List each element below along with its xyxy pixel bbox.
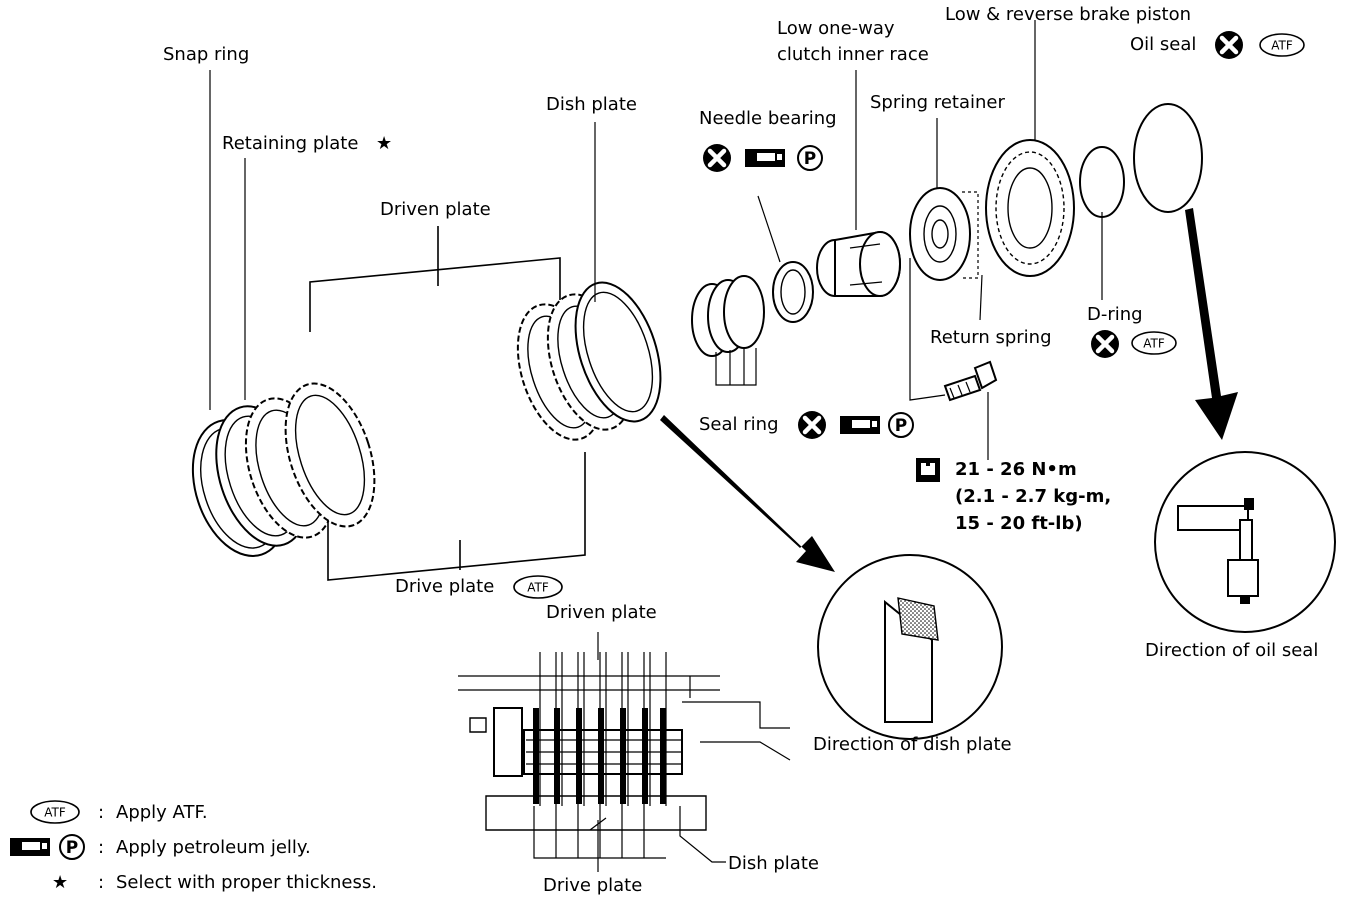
p-circle-icon: P xyxy=(59,834,85,860)
legend-jelly-row: P : Apply petroleum jelly. xyxy=(10,834,311,860)
dish-plate-detail xyxy=(817,554,1003,740)
clutch-cross-section xyxy=(458,632,791,872)
star-symbol: ★ xyxy=(376,133,392,154)
label-driven-plate: Driven plate xyxy=(380,199,491,220)
needle-bearing-part xyxy=(772,261,814,323)
torque-line-2: (2.1 - 2.7 kg-m, xyxy=(955,486,1111,507)
legend-text-atf: Apply ATF. xyxy=(116,802,208,823)
label-needle-bearing: Needle bearing xyxy=(699,108,837,129)
torque-wrench-icon xyxy=(916,458,940,482)
petroleum-jelly-icon xyxy=(840,416,880,434)
torque-line-3: 15 - 20 ft-lb) xyxy=(955,513,1083,534)
label-snap-ring: Snap ring xyxy=(163,44,249,65)
legend-colon: : xyxy=(98,837,104,858)
svg-text:ATF: ATF xyxy=(527,581,549,595)
label-retaining-plate: Retaining plate xyxy=(222,133,358,154)
label-low-one-way-2: clutch inner race xyxy=(777,44,929,65)
spring-retainer-part xyxy=(909,187,979,281)
label-oil-seal: Oil seal xyxy=(1130,34,1196,55)
no-reuse-icon xyxy=(1215,31,1243,59)
no-reuse-icon xyxy=(798,411,826,439)
legend-colon: : xyxy=(98,802,104,823)
d-ring-part xyxy=(1079,146,1125,218)
legend-text-star: Select with proper thickness. xyxy=(116,872,377,893)
label-d-ring: D-ring xyxy=(1087,304,1143,325)
svg-text:ATF: ATF xyxy=(44,806,66,820)
svg-text:P: P xyxy=(804,149,816,169)
legend: ATF : Apply ATF. P : Apply petroleum jel… xyxy=(10,800,377,893)
atf-badge-icon: ATF xyxy=(1259,33,1305,57)
oil-seal-detail xyxy=(1154,451,1336,633)
no-reuse-icon xyxy=(703,144,731,172)
legend-star-row: ★ : Select with proper thickness. xyxy=(52,872,377,893)
petroleum-jelly-icon xyxy=(10,838,50,856)
atf-badge-icon: ATF xyxy=(30,800,80,824)
label-low-one-way-1: Low one-way xyxy=(777,18,895,39)
atf-badge-icon: ATF xyxy=(1131,331,1177,355)
label-low-reverse-piston: Low & reverse brake piston xyxy=(945,4,1191,25)
label-seal-ring: Seal ring xyxy=(699,414,779,435)
svg-text:P: P xyxy=(895,416,907,436)
legend-text-jelly: Apply petroleum jelly. xyxy=(116,837,311,858)
legend-colon: : xyxy=(98,872,104,893)
label-direction-dish-plate: Direction of dish plate xyxy=(813,734,1012,755)
label-direction-oil-seal: Direction of oil seal xyxy=(1145,640,1318,661)
seal-rings-part xyxy=(691,275,765,357)
petroleum-jelly-icon xyxy=(745,149,785,167)
section-label-dish-plate: Dish plate xyxy=(728,853,819,874)
label-return-spring: Return spring xyxy=(930,327,1052,348)
p-circle-icon: P xyxy=(797,145,823,171)
svg-text:ATF: ATF xyxy=(1271,39,1293,53)
no-reuse-icon xyxy=(1091,330,1119,358)
section-label-drive-plate: Drive plate xyxy=(543,875,642,896)
atf-badge-icon: ATF xyxy=(513,575,563,599)
label-spring-retainer: Spring retainer xyxy=(870,92,1005,113)
svg-text:ATF: ATF xyxy=(1143,337,1165,351)
section-label-driven-plate: Driven plate xyxy=(546,602,657,623)
star-icon: ★ xyxy=(52,872,68,893)
brake-piston-part xyxy=(985,139,1075,277)
torque-line-1: 21 - 26 N•m xyxy=(955,459,1077,480)
p-circle-icon: P xyxy=(888,412,914,438)
label-dish-plate: Dish plate xyxy=(546,94,637,115)
inner-race-part xyxy=(816,230,901,297)
legend-atf-row: ATF : Apply ATF. xyxy=(30,800,208,824)
oil-seal-part xyxy=(1133,103,1203,213)
svg-text:P: P xyxy=(66,838,78,858)
label-drive-plate: Drive plate xyxy=(395,576,494,597)
dish-plate-part xyxy=(574,281,662,423)
clutch-plate-stack-left xyxy=(244,382,376,539)
bolt-part xyxy=(943,360,998,402)
